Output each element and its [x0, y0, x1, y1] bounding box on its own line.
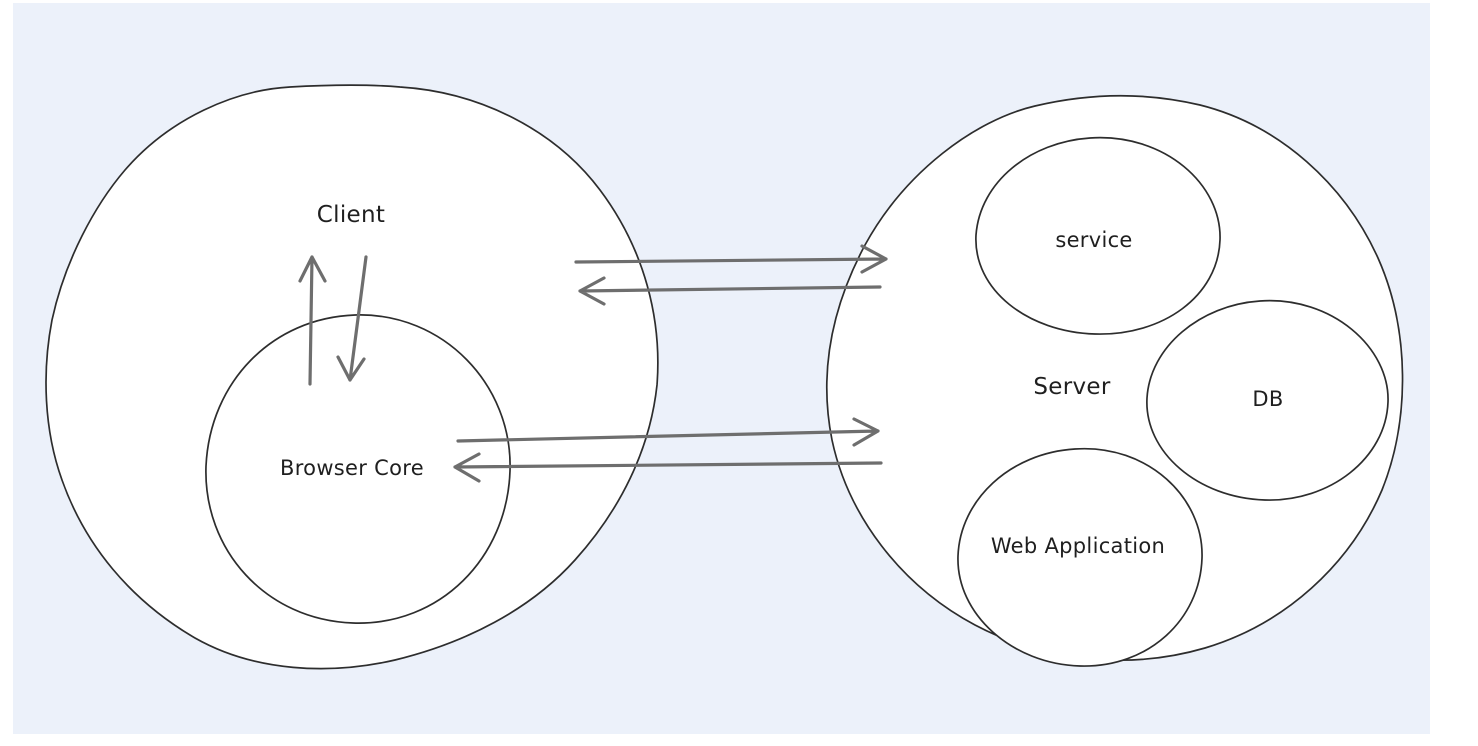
web-application-circle	[957, 447, 1203, 667]
service-circle	[975, 136, 1221, 335]
web-application-label: Web Application	[991, 534, 1165, 558]
browser-core-to-server-arrow	[456, 417, 880, 447]
db-circle	[1146, 299, 1389, 501]
server-label: Server	[1033, 374, 1110, 400]
server-to-client-arrow	[578, 276, 882, 306]
client-to-browser-core-down-arrow	[336, 255, 368, 382]
browser-core-to-client-up-arrow	[298, 255, 327, 386]
db-label: DB	[1252, 387, 1283, 411]
service-label: service	[1055, 228, 1132, 252]
client-label: Client	[317, 202, 385, 228]
server-to-browser-core-arrow	[453, 452, 883, 483]
label-layer: Client Browser Core Server service DB We…	[280, 202, 1283, 558]
arrow-layer	[298, 244, 888, 483]
browser-core-circle	[205, 314, 511, 624]
client-to-server-arrow	[574, 244, 888, 274]
browser-core-label: Browser Core	[280, 456, 424, 480]
